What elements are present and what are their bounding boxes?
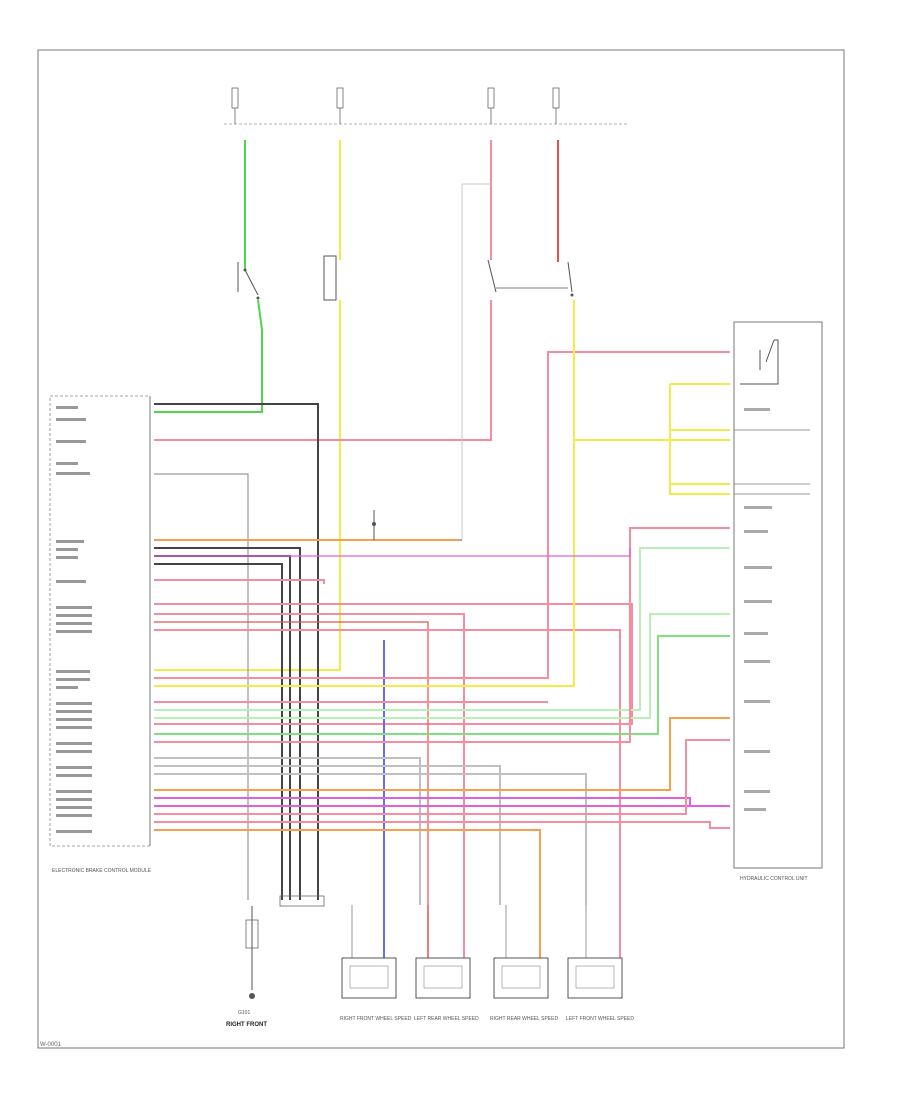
ground-name: RIGHT FRONT <box>226 1022 267 1028</box>
ecu-pin-labels <box>56 406 92 833</box>
wire-black-4 <box>154 563 283 900</box>
wire-pink-feed <box>154 140 492 441</box>
wire-black-1 <box>154 403 319 900</box>
wire-green-feed <box>154 140 263 413</box>
wire-pink-4 <box>154 613 465 905</box>
wire-black-3 <box>154 555 291 900</box>
splice-orange <box>372 510 462 541</box>
reference-code: W-0001 <box>40 1042 62 1048</box>
diagram-border <box>37 49 845 1049</box>
relay-1 <box>323 255 337 301</box>
fuse-1 <box>231 87 239 124</box>
ecu-label: ELECTRONIC BRAKE CONTROL MODULE <box>52 868 152 874</box>
wire-pink-3 <box>154 603 633 725</box>
wire-magenta-1 <box>154 797 730 807</box>
brake-switch <box>237 262 260 300</box>
wire-green-4 <box>154 635 730 735</box>
sensor-right-rear-label: RIGHT REAR WHEEL SPEED <box>490 1016 558 1022</box>
wire-pink-5 <box>154 629 621 905</box>
ecu-wires <box>154 300 730 905</box>
sensor-right-front <box>341 905 397 999</box>
ground-ref: G101 <box>238 1010 250 1016</box>
wire-pink-6 <box>154 351 730 679</box>
wire-orange-3 <box>154 829 541 905</box>
sensor-left-rear-label: LEFT REAR WHEEL SPEED <box>414 1016 479 1022</box>
wire-yellow-2 <box>154 300 575 687</box>
sensor-right-front-label: RIGHT FRONT WHEEL SPEED <box>340 1016 412 1022</box>
hcu-label: HYDRAULIC CONTROL UNIT <box>740 876 808 882</box>
wire-gray-4 <box>154 773 587 905</box>
fuse-2 <box>336 87 344 124</box>
hcu-output-lines <box>734 429 810 495</box>
wire-gray-2 <box>154 757 421 905</box>
wire-black-2 <box>154 547 301 900</box>
hcu-motor-relay <box>740 339 779 385</box>
fuse-4 <box>552 87 560 124</box>
sensor-left-front <box>567 905 623 999</box>
yellow-bus <box>574 383 730 495</box>
wire-orange-2 <box>154 717 730 791</box>
ground-symbol <box>245 906 259 999</box>
wire-red-2 <box>154 621 429 905</box>
wire-gray-3 <box>154 765 501 905</box>
wire-magenta-3 <box>154 548 631 557</box>
splice-bundle <box>279 895 325 907</box>
wire-green-2 <box>154 547 730 711</box>
sensor-right-rear <box>493 905 549 999</box>
wire-yellow-feed <box>154 140 341 671</box>
wire-pink-10 <box>154 821 730 829</box>
wire-pink-8 <box>154 527 730 743</box>
hcu-pin-labels <box>744 408 772 811</box>
sensor-left-rear <box>415 905 471 999</box>
wire-pink-9 <box>154 739 730 815</box>
fuse-3 <box>487 87 495 124</box>
wire-green-3 <box>154 613 730 719</box>
fuse-block <box>224 87 628 125</box>
wire-pink-2 <box>154 579 325 584</box>
sensor-left-front-label: LEFT FRONT WHEEL SPEED <box>566 1016 634 1022</box>
relay-2 <box>487 259 574 297</box>
hcu-module <box>733 321 823 869</box>
